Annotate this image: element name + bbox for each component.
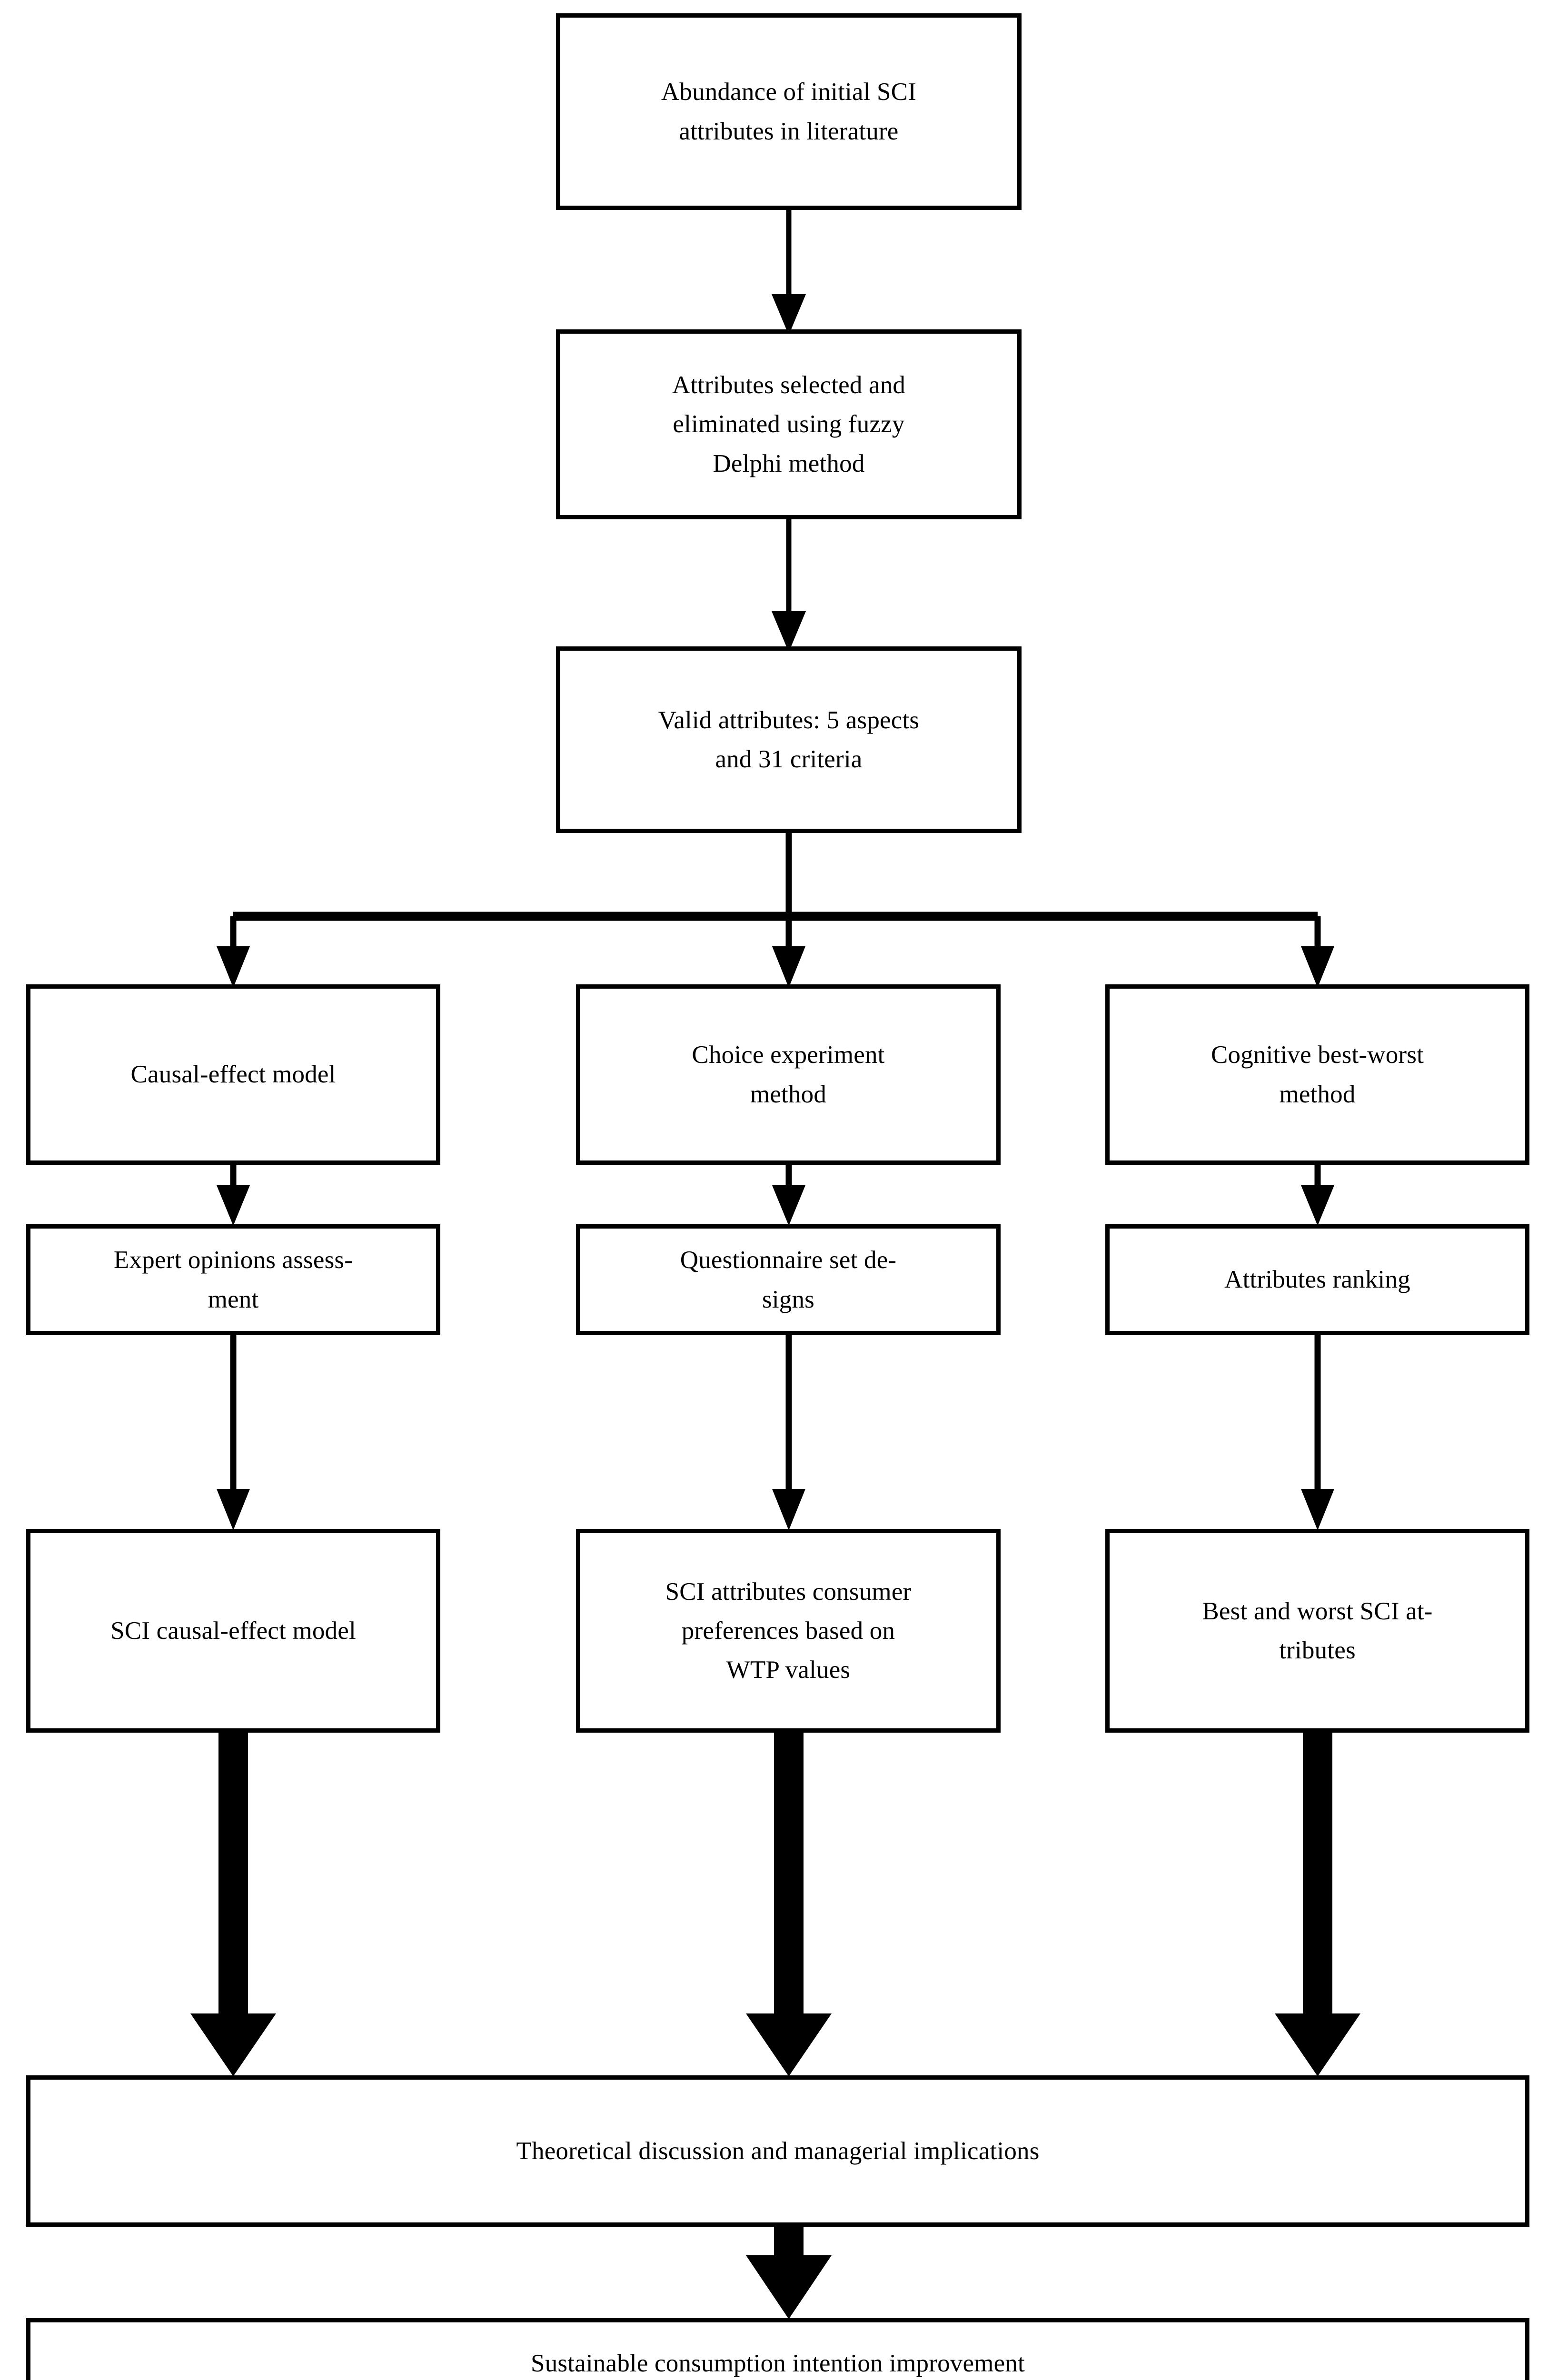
edge-n4a-n5a [217,1165,250,1226]
edge-n5b-n6b [772,1335,805,1530]
edge-n6b-n7-block [746,1733,832,2076]
edge-n5c-n6c [1301,1335,1334,1530]
edge-n2-n3 [772,519,806,652]
edge-n4c-n5c [1301,1165,1334,1226]
node-sci-causal-effect-model[interactable]: SCI causal-effect model [26,1529,440,1733]
node-sustainable-consumption-intention-improvement[interactable]: Sustainable consumption intention improv… [26,2318,1529,2380]
edge-n6a-n7-block [190,1733,276,2076]
node-causal-effect-model[interactable]: Causal-effect model [26,984,440,1165]
node-theoretical-discussion-managerial-implications[interactable]: Theoretical discussion and managerial im… [26,2075,1529,2227]
node-abundance-of-initial-sci-attributes[interactable]: Abundance of initial SCI attributes in l… [556,13,1022,210]
edge-branch-bus [217,833,1334,988]
node-best-and-worst-sci-attributes[interactable]: Best and worst SCI at- tributes [1105,1529,1529,1733]
node-expert-opinions-assessment[interactable]: Expert opinions assess- ment [26,1224,440,1335]
node-choice-experiment-method[interactable]: Choice experiment method [576,984,1001,1165]
edge-n5a-n6a [217,1335,250,1530]
node-attributes-ranking[interactable]: Attributes ranking [1105,1224,1529,1335]
node-sci-attributes-consumer-preferences[interactable]: SCI attributes consumer preferences base… [576,1529,1001,1733]
edge-n4b-n5b [772,1165,805,1226]
node-attributes-selected-fuzzy-delphi[interactable]: Attributes selected and eliminated using… [556,329,1022,519]
node-valid-attributes[interactable]: Valid attributes: 5 aspects and 31 crite… [556,646,1022,833]
node-cognitive-best-worst-method[interactable]: Cognitive best-worst method [1105,984,1529,1165]
edge-n6c-n7-block [1275,1733,1360,2076]
node-questionnaire-set-designs[interactable]: Questionnaire set de- signs [576,1224,1001,1335]
edge-n1-n2 [772,210,806,335]
